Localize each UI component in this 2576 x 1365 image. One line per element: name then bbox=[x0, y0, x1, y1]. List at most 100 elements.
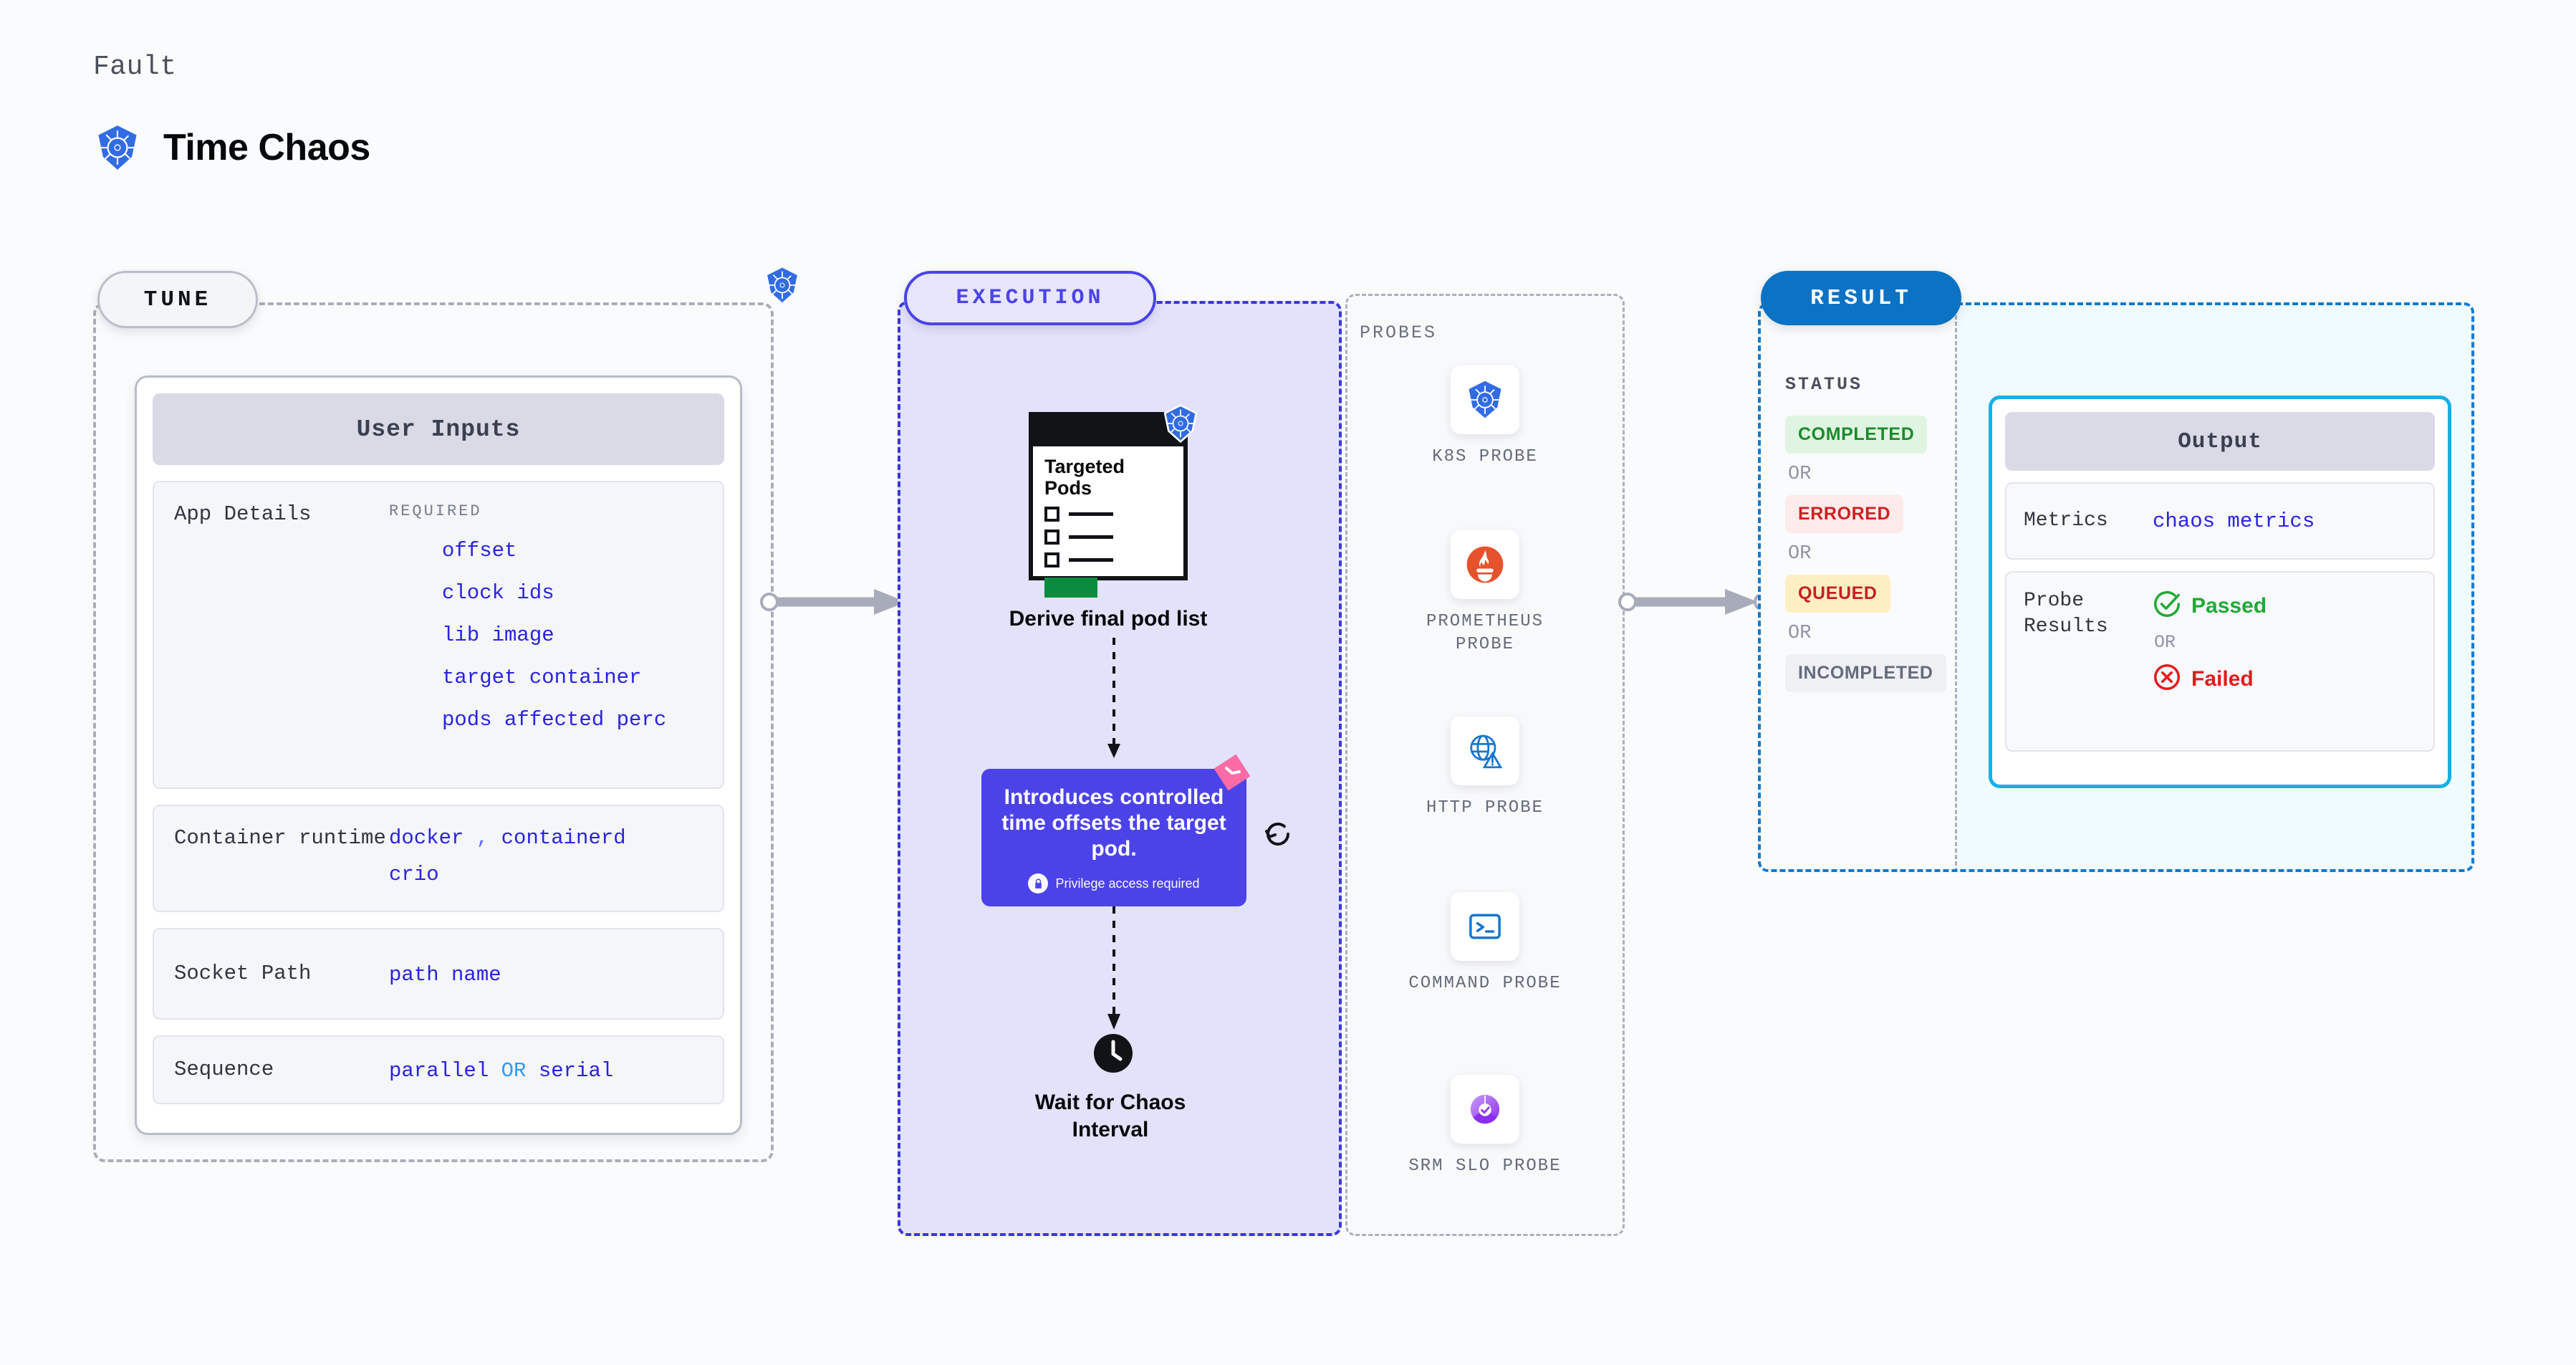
or-separator: OR bbox=[1788, 543, 1812, 565]
value-or-keyword: OR bbox=[501, 1058, 527, 1083]
value-runtime-list: docker , containerd bbox=[389, 826, 626, 850]
value-crio: crio bbox=[389, 863, 439, 886]
value-separator: , bbox=[476, 826, 489, 850]
status-badge-completed: COMPLETED bbox=[1785, 416, 1928, 454]
or-separator: OR bbox=[2154, 632, 2176, 653]
probe-label: COMMAND PROBE bbox=[1408, 974, 1562, 993]
field-socket-path[interactable]: Socket Path path name bbox=[153, 928, 724, 1020]
probe-command[interactable]: COMMAND PROBE bbox=[1395, 892, 1575, 995]
x-circle-icon bbox=[2153, 663, 2181, 695]
field-label-socket-path: Socket Path bbox=[174, 962, 312, 986]
checkbox-icon bbox=[1044, 530, 1059, 545]
wait-chaos-interval-caption: Wait for Chaos Interval bbox=[1034, 1091, 1186, 1141]
field-app-details[interactable]: App Details REQUIRED offset clock ids li… bbox=[153, 481, 724, 789]
probe-k8s[interactable]: K8S PROBE bbox=[1395, 365, 1575, 469]
probes-heading: PROBES bbox=[1360, 322, 1438, 343]
execution-badge[interactable]: EXECUTION bbox=[904, 271, 1156, 325]
page-title: Time Chaos bbox=[163, 127, 370, 168]
value-sequence: parallel OR serial bbox=[389, 1059, 613, 1083]
fault-eyebrow-label: Fault bbox=[93, 52, 177, 82]
status-list: COMPLETED OR ERRORED OR QUEUED OR INCOMP… bbox=[1785, 416, 1946, 692]
status-badge-queued: QUEUED bbox=[1785, 575, 1890, 613]
value-pods-affected-perc: pods affected perc bbox=[442, 708, 667, 732]
result-badge[interactable]: RESULT bbox=[1761, 271, 1961, 325]
targeted-pods-title: Targeted Pods bbox=[1044, 456, 1125, 499]
probe-label: SRM SLO PROBE bbox=[1408, 1156, 1562, 1176]
checkbox-icon bbox=[1044, 507, 1059, 522]
tune-badge[interactable]: TUNE bbox=[97, 271, 258, 328]
targeted-pods-card: Targeted Pods bbox=[1029, 412, 1188, 598]
field-sequence[interactable]: Sequence parallel OR serial bbox=[153, 1035, 724, 1104]
checkbox-icon bbox=[1044, 552, 1059, 568]
fault-description-callout: Introduces controlled time offsets the t… bbox=[981, 769, 1246, 906]
pod-checkbox-row bbox=[1044, 530, 1172, 545]
probe-http[interactable]: HTTP PROBE bbox=[1395, 717, 1575, 820]
value-offset: offset bbox=[442, 539, 517, 562]
arrow-derive-to-callout bbox=[1107, 638, 1120, 758]
page-title-row: Time Chaos bbox=[93, 123, 370, 172]
metrics-value: chaos metrics bbox=[2153, 509, 2315, 533]
value-containerd: containerd bbox=[501, 826, 626, 850]
tune-panel bbox=[93, 302, 774, 1162]
terminal-icon bbox=[1451, 892, 1519, 961]
probe-label: PROMETHEUS PROBE bbox=[1426, 612, 1544, 654]
field-label-container-runtime: Container runtime bbox=[174, 826, 386, 850]
output-row-metrics[interactable]: Metrics chaos metrics bbox=[2005, 482, 2435, 560]
pod-checkbox-row bbox=[1044, 507, 1172, 522]
card-titlebar bbox=[1033, 416, 1183, 446]
field-container-runtime[interactable]: Container runtime docker , containerd cr… bbox=[153, 805, 724, 912]
status-badge-errored: ERRORED bbox=[1785, 495, 1904, 533]
placeholder-line bbox=[1069, 535, 1113, 540]
probe-srm-slo[interactable]: SRM SLO PROBE bbox=[1395, 1075, 1575, 1178]
probe-prometheus[interactable]: PROMETHEUS PROBE bbox=[1395, 530, 1575, 656]
output-title: Output bbox=[2005, 412, 2435, 471]
kubernetes-icon bbox=[1160, 403, 1201, 444]
user-inputs-card: User Inputs App Details REQUIRED offset … bbox=[135, 375, 742, 1135]
output-row-probe-results[interactable]: Probe Results Passed OR bbox=[2005, 571, 2435, 752]
required-tag: REQUIRED bbox=[389, 502, 482, 520]
metrics-label: Metrics bbox=[2024, 509, 2108, 532]
failed-label: Failed bbox=[2191, 666, 2254, 691]
kubernetes-icon bbox=[93, 123, 142, 172]
lock-icon bbox=[1028, 873, 1049, 894]
callout-text: Introduces controlled time offsets the t… bbox=[1001, 785, 1226, 861]
or-separator: OR bbox=[1788, 623, 1812, 644]
probe-result-passed: Passed bbox=[2153, 590, 2267, 622]
value-clock-ids: clock ids bbox=[442, 581, 554, 605]
output-card: Output Metrics chaos metrics Probe Resul… bbox=[1989, 396, 2451, 788]
value-lib-image: lib image bbox=[442, 623, 554, 647]
prometheus-icon bbox=[1451, 530, 1519, 599]
passed-label: Passed bbox=[2191, 593, 2267, 618]
kubernetes-icon bbox=[762, 265, 802, 305]
placeholder-line bbox=[1069, 558, 1113, 562]
value-docker: docker bbox=[389, 826, 464, 850]
value-parallel: parallel bbox=[389, 1058, 489, 1083]
probe-label: HTTP PROBE bbox=[1426, 798, 1544, 818]
arrow-callout-to-wait bbox=[1107, 906, 1120, 1030]
value-path-name: path name bbox=[389, 962, 501, 987]
clock-icon bbox=[1093, 1033, 1133, 1073]
srm-slo-icon bbox=[1451, 1075, 1519, 1144]
status-badge-incompleted: INCOMPLETED bbox=[1785, 654, 1946, 692]
pod-checkbox-row bbox=[1044, 552, 1172, 568]
globe-warning-icon bbox=[1451, 717, 1519, 785]
placeholder-line bbox=[1069, 512, 1113, 517]
clock-ribbon-icon bbox=[1211, 754, 1251, 794]
derive-pod-list-caption: Derive final pod list bbox=[1009, 607, 1208, 631]
status-heading: STATUS bbox=[1785, 374, 1863, 395]
connector-execution-to-result bbox=[1618, 589, 1772, 615]
probe-result-failed: Failed bbox=[2153, 663, 2267, 695]
privilege-note-text: Privilege access required bbox=[1055, 876, 1200, 891]
value-target-container: target container bbox=[442, 666, 642, 689]
or-separator: OR bbox=[1788, 464, 1812, 485]
value-serial: serial bbox=[538, 1058, 614, 1083]
refresh-icon[interactable] bbox=[1261, 817, 1295, 851]
probe-label: K8S PROBE bbox=[1432, 447, 1538, 466]
result-panel bbox=[1758, 302, 2474, 872]
green-progress-bar bbox=[1044, 578, 1097, 598]
user-inputs-title: User Inputs bbox=[153, 393, 724, 465]
field-label-sequence: Sequence bbox=[174, 1058, 274, 1082]
field-label-app-details: App Details bbox=[174, 502, 312, 526]
check-circle-icon bbox=[2153, 590, 2181, 622]
privilege-note: Privilege access required bbox=[996, 873, 1232, 894]
